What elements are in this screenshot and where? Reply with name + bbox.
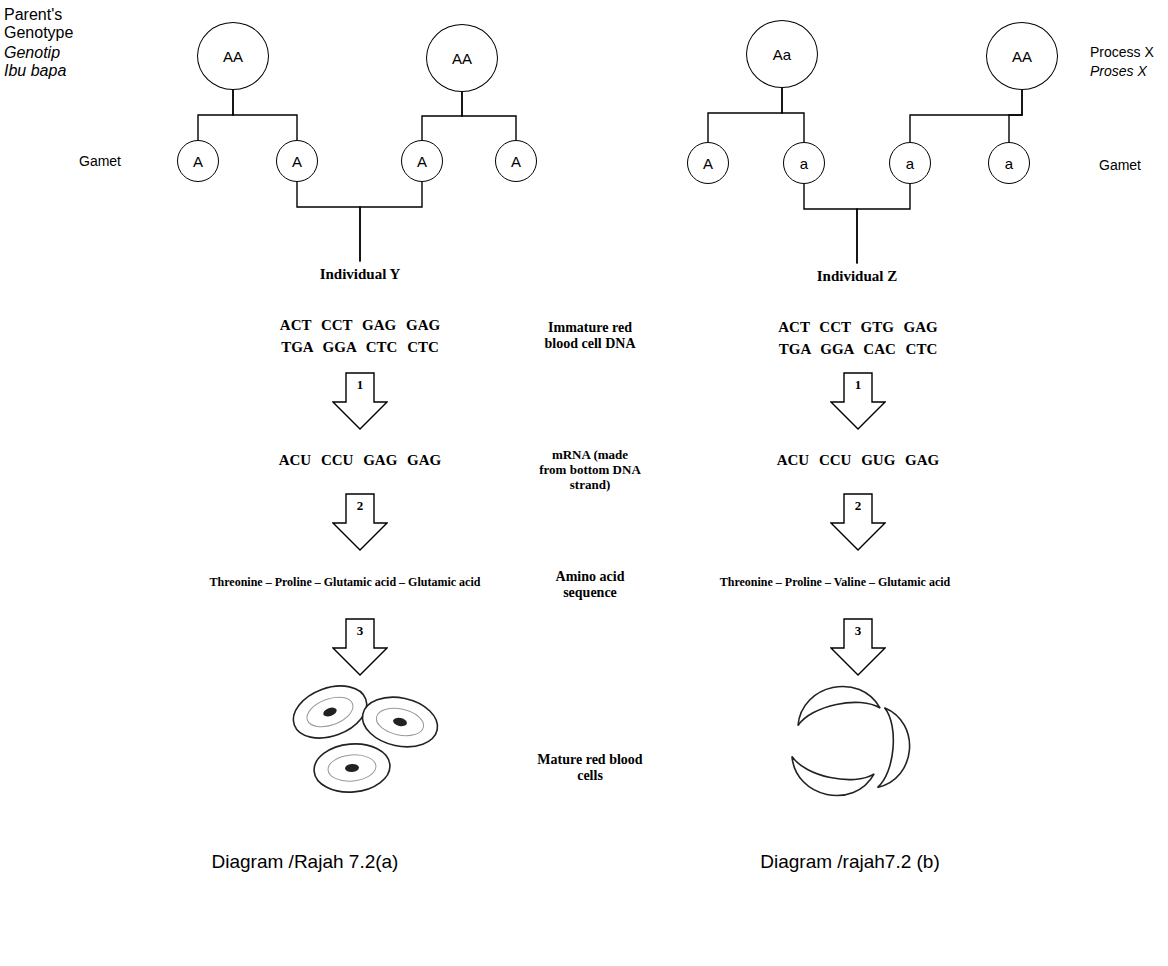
dna-strand: TGA GGA CAC CTC xyxy=(779,341,937,358)
step-arrow: 3 xyxy=(332,618,388,676)
mrna-sequence: ACU CCU GAG GAG xyxy=(279,452,442,469)
parent-genotype-circle: AA xyxy=(426,24,498,92)
node-text: Individual Y xyxy=(320,266,401,282)
node-text: a xyxy=(906,155,914,172)
gamete-circle: A xyxy=(177,140,219,182)
sickle-cell xyxy=(786,756,874,803)
cell-outline xyxy=(358,691,442,754)
node-text: AA xyxy=(452,50,472,67)
node-text: 2 xyxy=(830,493,886,514)
connector-line xyxy=(857,184,910,264)
cell-rim xyxy=(374,704,426,739)
parent-genotype-circle: AA xyxy=(986,22,1058,90)
node-text: a xyxy=(1005,155,1013,172)
connector-line xyxy=(910,90,1022,142)
diagram-caption: Diagram /Rajah 7.2(a) xyxy=(212,851,399,873)
parent-genotype-circle: Aa xyxy=(746,20,818,88)
row-heading: mRNA (made from bottom DNA strand) xyxy=(538,448,642,493)
biconcave-cell xyxy=(312,741,392,795)
normal-red-blood-cells xyxy=(286,676,442,795)
node-text: AA xyxy=(1012,48,1032,65)
dna-strand: TGA GGA CTC CTC xyxy=(281,339,439,356)
row-heading: Amino acid sequence xyxy=(548,569,632,601)
gamete-label: Gamet xyxy=(1099,157,1141,173)
cell-rim xyxy=(327,753,377,783)
connector-line xyxy=(360,182,422,262)
cell-centre xyxy=(392,717,407,728)
connector-line xyxy=(462,92,516,140)
block-arrow-outline xyxy=(831,619,885,675)
gamete-circle: a xyxy=(889,142,931,184)
step-arrow: 2 xyxy=(332,493,388,551)
row-heading: Immature red blood cell DNA xyxy=(534,320,646,352)
node-text: 2 xyxy=(332,493,388,514)
node-text: 1 xyxy=(830,372,886,393)
gamete-label: Gamet xyxy=(79,153,121,169)
gamete-circle: a xyxy=(988,142,1030,184)
step-arrow: 1 xyxy=(830,372,886,430)
cell-centre xyxy=(322,706,338,718)
diagram-caption: Diagram /rajah7.2 (b) xyxy=(760,851,940,873)
block-arrow-outline xyxy=(333,619,387,675)
node-text: Aa xyxy=(773,46,791,63)
gamete-circle: A xyxy=(401,140,443,182)
node-text: A xyxy=(417,153,427,170)
gamete-circle: A xyxy=(495,140,537,182)
biconcave-cell xyxy=(286,676,374,747)
connector-line xyxy=(1009,90,1022,142)
mrna-sequence: ACU CCU GUG GAG xyxy=(777,452,940,469)
node-text: 3 xyxy=(332,618,388,639)
gamete-circle: a xyxy=(783,142,825,184)
connector-line xyxy=(297,182,360,262)
node-text: a xyxy=(800,155,808,172)
connector-line xyxy=(422,92,462,140)
dna-strand: ACT CCT GTG GAG xyxy=(778,319,938,336)
block-arrow-outline xyxy=(333,494,387,550)
side-heading: Genotip Ibu bapa xyxy=(4,44,84,81)
side-heading: Parent's Genotype xyxy=(4,6,84,43)
offspring-label: Individual Y xyxy=(315,264,406,285)
process-label: Proses X xyxy=(1090,63,1147,79)
node-text: A xyxy=(703,155,713,172)
cell-outline xyxy=(312,741,392,795)
step-arrow: 2 xyxy=(830,493,886,551)
offspring-label: Individual Z xyxy=(812,266,903,287)
cell-outline xyxy=(286,676,374,747)
block-arrow-outline xyxy=(831,494,885,550)
node-text: A xyxy=(193,153,203,170)
node-text: 1 xyxy=(332,372,388,393)
node-text: A xyxy=(292,153,302,170)
connector-line xyxy=(198,90,233,140)
sickle-cell xyxy=(878,708,913,790)
gamete-circle: A xyxy=(276,140,318,182)
gamete-circle: A xyxy=(687,142,729,184)
node-text: A xyxy=(511,153,521,170)
connector-line xyxy=(233,90,297,140)
row-heading: Mature red blood cells xyxy=(530,752,650,784)
block-arrow-outline xyxy=(333,373,387,429)
cell-rim xyxy=(303,692,357,733)
connector-line xyxy=(708,88,782,142)
block-arrow-outline xyxy=(831,373,885,429)
node-text: 3 xyxy=(830,618,886,639)
connector-line xyxy=(804,184,857,264)
cell-centre xyxy=(345,763,360,772)
process-label: Process X xyxy=(1090,44,1154,60)
sickle-cell xyxy=(792,679,880,726)
amino-acid-sequence: Threonine – Proline – Valine – Glutamic … xyxy=(720,576,951,590)
parent-genotype-circle: AA xyxy=(197,22,269,90)
biconcave-cell xyxy=(358,691,442,754)
sickle-cells xyxy=(786,679,913,803)
dna-strand: ACT CCT GAG GAG xyxy=(280,317,440,334)
node-text: AA xyxy=(223,48,243,65)
connector-line xyxy=(782,88,804,142)
step-arrow: 3 xyxy=(830,618,886,676)
amino-acid-sequence: Threonine – Proline – Glutamic acid – Gl… xyxy=(210,576,481,590)
node-text: Individual Z xyxy=(817,268,897,284)
step-arrow: 1 xyxy=(332,372,388,430)
